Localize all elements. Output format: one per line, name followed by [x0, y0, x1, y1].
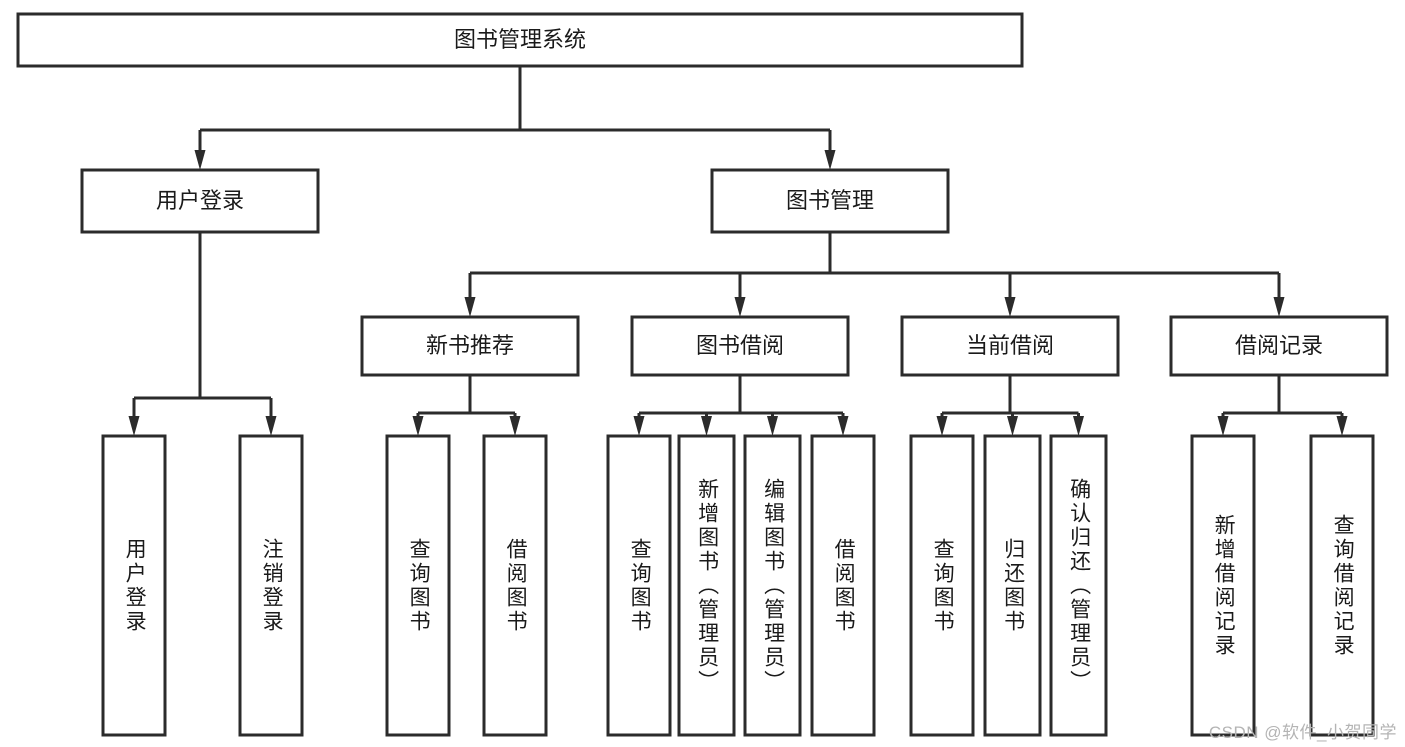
node-box-leaf-return-book[interactable]: [983, 434, 1042, 737]
node-box-leaf-query-record[interactable]: [1309, 434, 1375, 737]
node-box-leaf-logout[interactable]: [238, 434, 304, 737]
arrow-head-icon: [1073, 416, 1084, 436]
node-box-borrow-record[interactable]: [1169, 315, 1389, 377]
node-root-box[interactable]: [16, 12, 1024, 68]
arrow-head-icon: [767, 416, 778, 436]
arrow-head-icon: [194, 150, 206, 170]
arrow-head-icon: [1217, 416, 1229, 436]
node-box-book-manage[interactable]: [710, 168, 950, 234]
node-label-book-borrow: 图书借阅: [696, 333, 784, 358]
node-label-new-book-rec: 新书推荐: [426, 333, 514, 358]
node-label-user-login: 用户登录: [156, 188, 244, 213]
boxes-layer: [16, 12, 1389, 737]
arrow-head-icon: [265, 416, 277, 436]
csdn-watermark: CSDN @软件_小贺同学: [1208, 723, 1397, 742]
node-box-leaf-borrow-book-1[interactable]: [482, 434, 548, 737]
arrow-head-icon: [1004, 297, 1016, 317]
node-box-leaf-query-book-1[interactable]: [385, 434, 451, 737]
arrow-head-icon: [1273, 297, 1285, 317]
arrow-head-icon: [837, 416, 849, 436]
node-box-current-borrow[interactable]: [900, 315, 1120, 377]
node-box-user-login[interactable]: [80, 168, 320, 234]
node-label-book-manage: 图书管理: [786, 188, 874, 213]
node-box-leaf-confirm-return[interactable]: [1049, 434, 1108, 737]
arrow-head-icon: [509, 416, 521, 436]
arrow-head-icon: [464, 297, 476, 317]
arrow-head-icon: [1007, 416, 1018, 436]
arrow-head-icon: [824, 150, 836, 170]
arrow-head-icon: [128, 416, 140, 436]
node-box-leaf-query-book-3[interactable]: [909, 434, 975, 737]
node-box-leaf-borrow-book-2[interactable]: [810, 434, 876, 737]
arrow-head-icon: [412, 416, 424, 436]
node-box-leaf-user-login[interactable]: [101, 434, 167, 737]
arrow-head-icon: [701, 416, 712, 436]
node-box-book-borrow[interactable]: [630, 315, 850, 377]
node-box-leaf-edit-book[interactable]: [743, 434, 802, 737]
arrow-head-icon: [1336, 416, 1348, 436]
node-label-borrow-record: 借阅记录: [1235, 333, 1323, 358]
node-box-leaf-query-book-2[interactable]: [606, 434, 672, 737]
arrow-head-icon: [734, 297, 746, 317]
node-root-label: 图书管理系统: [454, 27, 586, 52]
node-label-current-borrow: 当前借阅: [966, 333, 1054, 358]
node-box-leaf-add-record[interactable]: [1190, 434, 1256, 737]
arrow-head-icon: [633, 416, 645, 436]
connectors-layer: [128, 66, 1348, 436]
arrow-head-icon: [936, 416, 948, 436]
node-box-new-book-rec[interactable]: [360, 315, 580, 377]
node-box-leaf-add-book[interactable]: [677, 434, 736, 737]
